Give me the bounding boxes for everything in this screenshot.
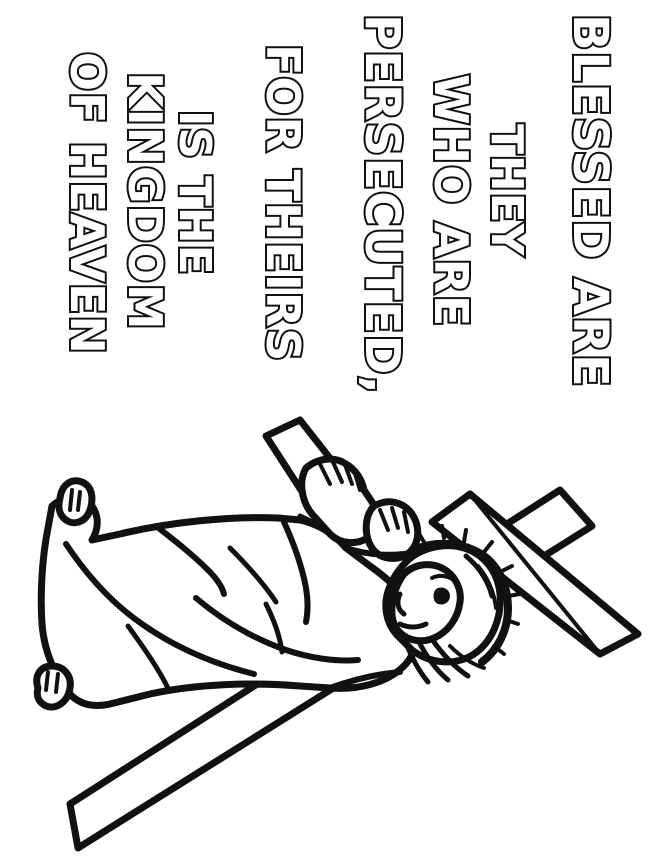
verse-line-7-text: KINGDOM [116, 70, 174, 333]
jesus-collar [327, 669, 403, 691]
verse-line-8-text: OF HEAVEN [58, 50, 116, 357]
verse-line-7: KINGDOM [116, 70, 174, 333]
crown-of-thorns [410, 524, 522, 666]
jesus-foot-right [33, 662, 74, 711]
verse-line-3-text: WHO ARE [422, 72, 480, 329]
verse-line-6-text: IS THE [167, 108, 222, 278]
jesus-head [382, 542, 504, 685]
verse-line-5-text: FOR THEIRS [254, 42, 312, 364]
verse-text-block: BLESSED ARE THEY WHO ARE PERSECUTED, FOR… [0, 0, 649, 400]
verse-line-2-text: THEY [479, 122, 534, 258]
verse-line-5: FOR THEIRS [254, 42, 312, 364]
verse-line-4: PERSECUTED, [352, 12, 412, 397]
jesus-carrying-cross-illustration [0, 398, 649, 864]
verse-line-6: IS THE [167, 108, 222, 278]
verse-line-4-text: PERSECUTED, [352, 12, 412, 397]
cross-crossbeam [428, 490, 642, 658]
verse-line-1-text: BLESSED ARE [560, 12, 620, 390]
jesus-arm [343, 545, 407, 558]
verse-line-2: THEY [479, 122, 534, 258]
jesus-foot-left [55, 477, 96, 527]
verse-line-3: WHO ARE [422, 72, 480, 329]
jesus-hand-lower [362, 498, 422, 562]
verse-line-8: OF HEAVEN [58, 50, 116, 357]
verse-line-1: BLESSED ARE [560, 12, 620, 390]
